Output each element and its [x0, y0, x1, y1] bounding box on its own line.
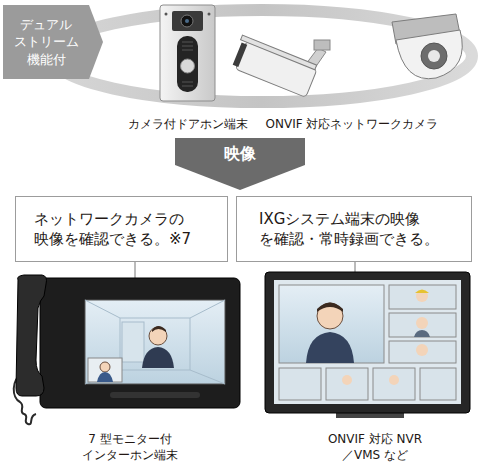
- dome-camera: [392, 14, 462, 79]
- shape-fill: [3, 5, 103, 79]
- flow-arrow: 映像: [175, 138, 305, 190]
- feature-badge: デュアル ストリーム 機能付: [3, 5, 103, 79]
- device-label: ONVIF 対応ネットワークカメラ: [266, 117, 439, 133]
- device-label: カメラ付ドアホン端末: [128, 117, 248, 133]
- device-label: ONVIF 対応 NVR／VMS など: [323, 432, 427, 463]
- intercom-monitor: [14, 275, 240, 424]
- device-label: 7 型モニター付 インターホン端末: [78, 432, 182, 463]
- shape-fill: [175, 138, 305, 190]
- bullet-camera: [230, 35, 330, 97]
- node-text: IXGシステム端末の映像 を確認・常時録画できる。: [259, 209, 449, 250]
- door-station: [160, 5, 215, 101]
- node-text: 映像: [224, 143, 256, 165]
- feature-box: IXGシステム端末の映像 を確認・常時録画できる。: [236, 196, 472, 262]
- vms-display: [265, 272, 470, 418]
- feature-box: ネットワークカメラの 映像を確認できる。※7: [15, 196, 228, 262]
- node-text: ネットワークカメラの 映像を確認できる。※7: [34, 209, 209, 250]
- stream-ring: [52, 10, 472, 102]
- node-text: デュアル ストリーム 機能付: [11, 16, 81, 69]
